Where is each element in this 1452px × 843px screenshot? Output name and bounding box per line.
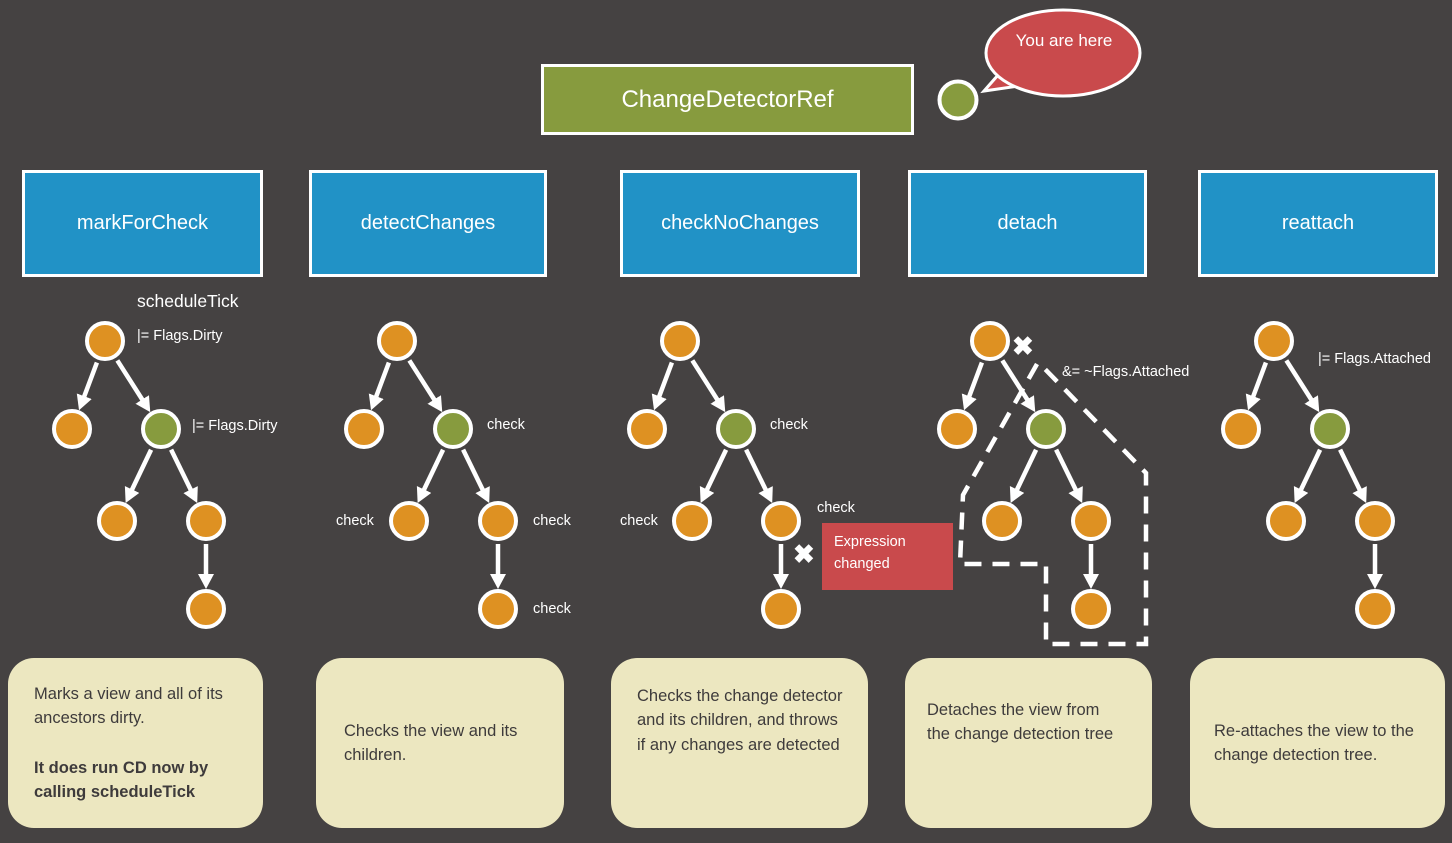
method-name: markForCheck xyxy=(76,212,209,234)
tree-node-orange xyxy=(478,589,518,629)
tree-edge xyxy=(416,448,446,503)
method-name: detach xyxy=(997,212,1058,234)
tree-node-orange xyxy=(478,501,518,541)
tree-layer xyxy=(52,321,1395,629)
tree-node-orange xyxy=(1071,501,1111,541)
check-label: check xyxy=(620,513,658,529)
tree-node-green xyxy=(1026,409,1066,449)
detached-region-outline xyxy=(957,362,1149,647)
tree-edge xyxy=(1293,448,1323,503)
you-are-here-node xyxy=(937,79,979,121)
class-title: ChangeDetectorRef xyxy=(621,85,834,113)
tree-edge xyxy=(1054,448,1083,504)
description-markforcheck: Marks a view and all of its ancestors di… xyxy=(8,658,263,828)
tree-node-orange xyxy=(186,501,226,541)
description-reattach: Re-attaches the view to the change detec… xyxy=(1190,658,1445,828)
description-text: Marks a view and all of its ancestors di… xyxy=(34,685,223,728)
check-label: check xyxy=(336,513,374,529)
expression-changed-badge: Expression changed xyxy=(822,523,953,590)
tree-edge xyxy=(699,448,729,503)
description-text: Re-attaches the view to the change detec… xyxy=(1214,721,1414,764)
tree-node-orange xyxy=(1254,321,1294,361)
method-name: checkNoChanges xyxy=(661,212,819,234)
speech-bubble xyxy=(984,8,1142,98)
flags-dirty-label: |= Flags.Dirty xyxy=(192,418,278,434)
tree-edge xyxy=(76,361,100,411)
description-detach: Detaches the view from the change detect… xyxy=(905,658,1152,828)
method-box-checknochanges: checkNoChanges xyxy=(620,170,860,277)
description-bold-text: It does run CD now by calling scheduleTi… xyxy=(34,758,209,802)
tree-node-orange xyxy=(937,409,977,449)
tree-node-green xyxy=(716,409,756,449)
expression-changed-text: Expression changed xyxy=(834,534,906,572)
tree-node-orange xyxy=(52,409,92,449)
tree-edge xyxy=(1338,448,1367,504)
tree-node-orange xyxy=(1355,589,1395,629)
tree-edge xyxy=(744,448,773,504)
tree-edge xyxy=(461,448,490,504)
flags-attached-label: |= Flags.Attached xyxy=(1318,351,1431,367)
description-checknochanges: Checks the change detector and its child… xyxy=(611,658,868,828)
tree-node-orange xyxy=(982,501,1022,541)
description-text: Detaches the view from the change detect… xyxy=(927,701,1114,744)
tree-node-orange xyxy=(627,409,667,449)
tree-node-green xyxy=(141,409,181,449)
tree-node-green xyxy=(433,409,473,449)
tree-node-orange xyxy=(1221,409,1261,449)
tree-node-orange xyxy=(389,501,429,541)
blocked-icon: ✖ xyxy=(1012,331,1034,361)
you-are-here-label: You are here xyxy=(1015,31,1113,50)
tree-edge xyxy=(1245,361,1269,411)
tree-node-orange xyxy=(660,321,700,361)
tree-node-orange xyxy=(344,409,384,449)
tree-node-orange xyxy=(377,321,417,361)
tree-node-orange xyxy=(761,501,801,541)
tree-edge xyxy=(124,448,154,503)
tree-node-orange xyxy=(970,321,1010,361)
tree-node-orange xyxy=(1266,501,1306,541)
method-box-markforcheck: markForCheck xyxy=(22,170,263,277)
method-box-detectchanges: detectChanges xyxy=(309,170,547,277)
method-box-detach: detach xyxy=(908,170,1147,277)
method-name: reattach xyxy=(1281,212,1355,234)
check-label: check xyxy=(487,417,525,433)
tree-edge xyxy=(1000,359,1036,413)
check-label: check xyxy=(533,601,571,617)
tree-node-orange xyxy=(85,321,125,361)
tree-edge xyxy=(169,448,198,504)
flags-attached-label: &= ~Flags.Attached xyxy=(1062,364,1190,380)
method-name: detectChanges xyxy=(360,212,496,234)
flags-dirty-label: |= Flags.Dirty xyxy=(137,328,223,344)
tree-edge xyxy=(961,361,985,411)
tree-edge xyxy=(690,359,726,413)
tree-node-green xyxy=(1310,409,1350,449)
check-label: check xyxy=(770,417,808,433)
tree-node-orange xyxy=(97,501,137,541)
description-text: Checks the change detector and its child… xyxy=(637,687,843,754)
tree-node-orange xyxy=(672,501,712,541)
class-title-box: ChangeDetectorRef xyxy=(541,64,914,135)
method-box-reattach: reattach xyxy=(1198,170,1438,277)
description-text: Checks the view and its children. xyxy=(344,721,518,764)
tree-node-orange xyxy=(1355,501,1395,541)
check-label: check xyxy=(817,500,855,516)
tree-node-orange xyxy=(761,589,801,629)
description-detectchanges: Checks the view and its children. xyxy=(316,658,564,828)
tree-edge xyxy=(1284,359,1320,413)
scheduletick-label: scheduleTick xyxy=(137,291,239,311)
check-label: check xyxy=(533,513,571,529)
blocked-icon: ✖ xyxy=(793,539,815,569)
tree-edge xyxy=(407,359,443,413)
tree-edge xyxy=(1009,448,1039,503)
tree-node-orange xyxy=(186,589,226,629)
tree-edge xyxy=(368,361,392,411)
tree-node-orange xyxy=(1071,589,1111,629)
tree-edge xyxy=(115,359,151,413)
tree-edge xyxy=(651,361,675,411)
